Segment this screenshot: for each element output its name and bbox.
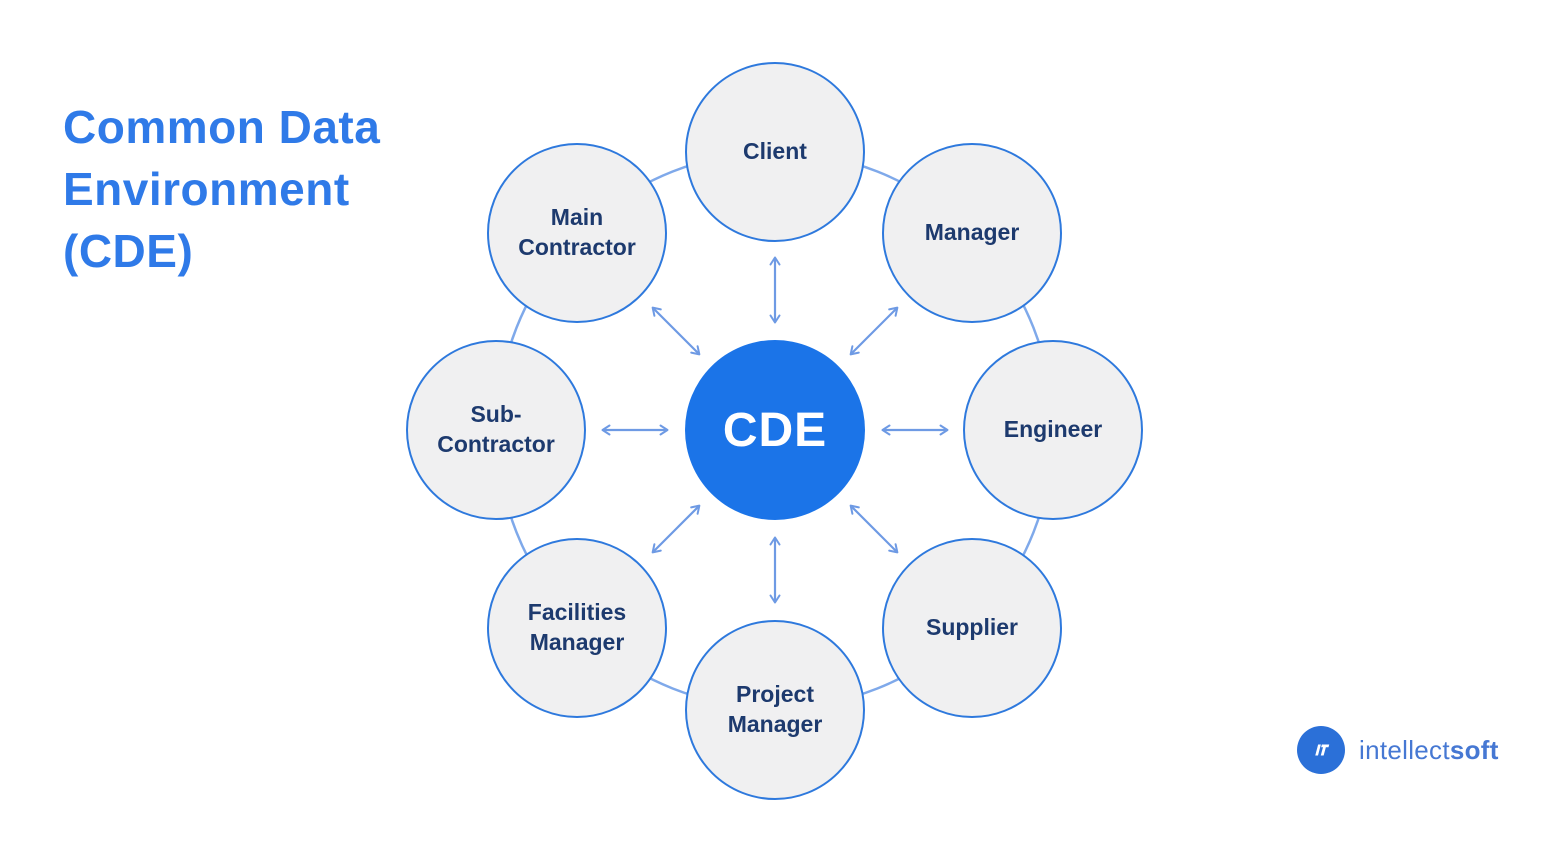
node-cde-center: CDE bbox=[685, 340, 865, 520]
logo-text-regular: intellect bbox=[1359, 734, 1450, 765]
node-supplier-label: Supplier bbox=[925, 614, 1018, 641]
node-project-manager-label: Project Manager bbox=[727, 681, 823, 737]
node-cde-label: CDE bbox=[722, 403, 828, 457]
node-facilities-manager: Facilities Manager bbox=[487, 538, 667, 718]
node-manager: Manager bbox=[882, 143, 1062, 323]
intellectsoft-logo-icon bbox=[1297, 726, 1345, 774]
node-main-contractor-label: Main Contractor bbox=[518, 204, 636, 260]
node-main-contractor: Main Contractor bbox=[487, 143, 667, 323]
node-manager-label: Manager bbox=[924, 219, 1020, 246]
node-sub-contractor-label: Sub-Contractor bbox=[437, 401, 555, 457]
node-sub-contractor: Sub-Contractor bbox=[406, 340, 586, 520]
node-project-manager: Project Manager bbox=[685, 620, 865, 800]
arrow-cde-supplier bbox=[849, 504, 899, 554]
node-facilities-manager-label: Facilities Manager bbox=[527, 599, 627, 655]
arrow-cde-main-contractor bbox=[651, 306, 701, 356]
logo-text-bold: soft bbox=[1449, 734, 1499, 765]
arrow-cde-manager bbox=[849, 306, 899, 356]
node-client: Client bbox=[685, 62, 865, 242]
logo: intellectsoft bbox=[1297, 726, 1499, 774]
logo-text: intellectsoft bbox=[1359, 735, 1499, 766]
node-engineer-label: Engineer bbox=[1003, 416, 1103, 443]
node-engineer: Engineer bbox=[963, 340, 1143, 520]
page-title: Common Data Environment (CDE) bbox=[63, 101, 381, 277]
node-supplier: Supplier bbox=[882, 538, 1062, 718]
node-client-label: Client bbox=[743, 138, 807, 165]
arrow-cde-facilities-manager bbox=[651, 504, 701, 554]
